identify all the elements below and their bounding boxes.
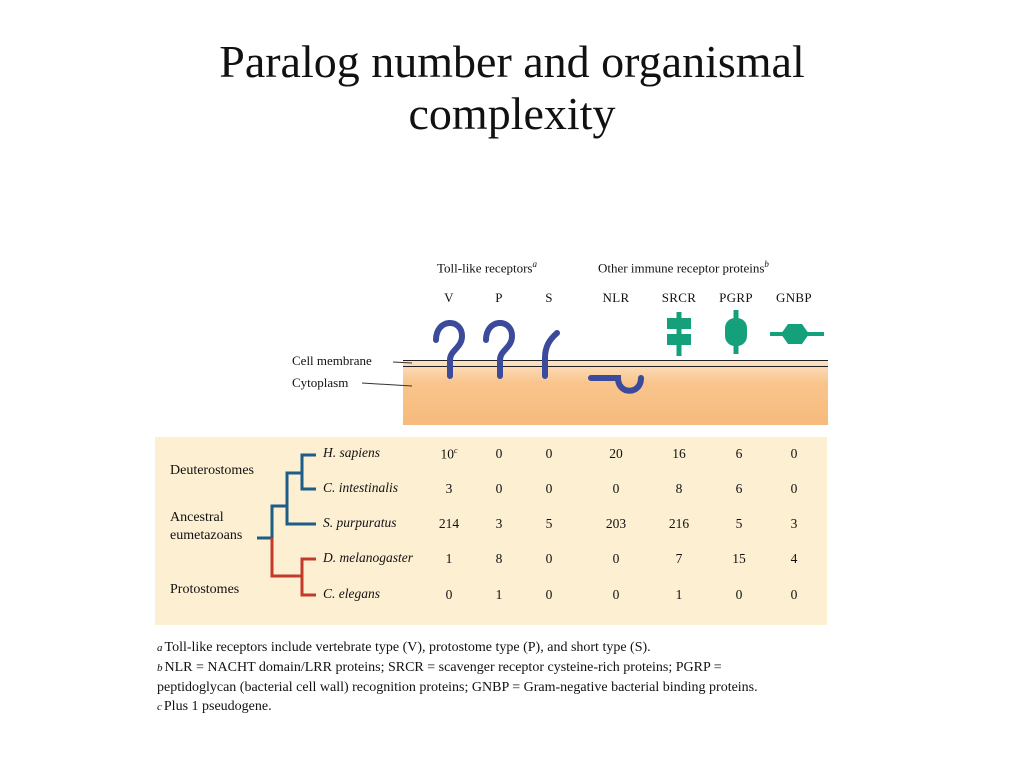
deuterostomes-label: Deuterostomes [170, 463, 254, 478]
protostomes-label: Protostomes [170, 582, 240, 597]
cell-h-sapiens-srcr: 16 [672, 446, 686, 461]
slide-title: Paralog number and organismal complexity [112, 36, 912, 140]
tlr-short-icon [542, 330, 560, 379]
column-header-pgrp: PGRP [719, 290, 753, 305]
paralog-count-panel [155, 437, 827, 625]
cell-membrane-label: Cell membrane [292, 353, 372, 368]
cell-d-melanogaster-s: 0 [545, 551, 553, 566]
cell-h-sapiens-p: 0 [495, 446, 503, 461]
cell-c-elegans-gnbp: 0 [790, 587, 798, 602]
cell-h-sapiens-nlr: 20 [609, 446, 623, 461]
cytoplasm-label: Cytoplasm [292, 375, 349, 390]
cell-s-purpuratus-v: 214 [438, 516, 460, 531]
cytoplasm-region [403, 360, 828, 425]
cell-d-melanogaster-srcr: 7 [675, 551, 683, 566]
cell-c-elegans-s: 0 [545, 587, 553, 602]
slide-title-line-1: Paralog number and organismal [219, 36, 805, 87]
species-h-sapiens: H. sapiens [323, 445, 380, 460]
nlr-icon [588, 375, 644, 394]
cell-c-elegans-pgrp: 0 [735, 587, 743, 602]
cell-c-intestinalis-nlr: 0 [612, 481, 620, 496]
membrane-line-inner [403, 366, 828, 367]
cell-c-intestinalis-pgrp: 6 [735, 481, 743, 496]
cell-c-elegans-srcr: 1 [675, 587, 683, 602]
cell-d-melanogaster-nlr: 0 [612, 551, 620, 566]
species-c-elegans: C. elegans [323, 586, 380, 601]
cell-c-elegans-v: 0 [445, 587, 453, 602]
species-d-melanogaster: D. melanogaster [323, 550, 413, 565]
cell-h-sapiens-pgrp: 6 [735, 446, 743, 461]
column-header-v: V [444, 290, 454, 305]
column-header-srcr: SRCR [661, 290, 697, 305]
cell-s-purpuratus-s: 5 [545, 516, 553, 531]
cell-s-purpuratus-pgrp: 5 [735, 516, 743, 531]
tlr-vertebrate-icon [433, 320, 466, 379]
column-header-nlr: NLR [602, 290, 630, 305]
cell-d-melanogaster-p: 8 [495, 551, 503, 566]
cell-d-melanogaster-gnbp: 4 [790, 551, 798, 566]
slide-title-line-2: complexity [408, 88, 616, 139]
cell-h-sapiens-gnbp: 0 [790, 446, 798, 461]
column-header-p: P [495, 290, 503, 305]
species-s-purpuratus: S. purpuratus [323, 515, 397, 530]
cell-s-purpuratus-nlr: 203 [605, 516, 627, 531]
pgrp-icon [725, 310, 747, 354]
protostome-branches [270, 538, 316, 597]
cell-c-intestinalis-p: 0 [495, 481, 503, 496]
cell-d-melanogaster-v: 1 [445, 551, 453, 566]
deuterostome-branches [257, 453, 316, 540]
cell-s-purpuratus-gnbp: 3 [790, 516, 798, 531]
cell-c-elegans-nlr: 0 [612, 587, 620, 602]
cell-c-intestinalis-v: 3 [445, 481, 453, 496]
gnbp-icon [770, 324, 824, 344]
ancestral-eumetazoans-label: Ancestral eumetazoans [170, 510, 243, 543]
column-header-s: S [545, 290, 553, 305]
cell-s-purpuratus-srcr: 216 [668, 516, 690, 531]
cell-c-intestinalis-gnbp: 0 [790, 481, 798, 496]
srcr-icon [667, 312, 691, 356]
cell-membrane-leader-line [392, 361, 413, 364]
membrane-line-outer [403, 360, 828, 361]
cell-s-purpuratus-p: 3 [495, 516, 503, 531]
other-receptors-group-header: Other immune receptor proteinsb [598, 259, 769, 276]
tlr-group-header: Toll-like receptorsa [437, 259, 537, 276]
cell-c-elegans-p: 1 [495, 587, 503, 602]
cell-h-sapiens-v: 10c [440, 446, 458, 462]
tlr-protostome-icon [483, 320, 516, 379]
cell-h-sapiens-s: 0 [545, 446, 553, 461]
cell-c-intestinalis-s: 0 [545, 481, 553, 496]
cytoplasm-leader-line [361, 382, 413, 387]
footnote-b-continued: peptidoglycan (bacterial cell wall) reco… [157, 680, 758, 695]
cell-d-melanogaster-pgrp: 15 [732, 551, 746, 566]
column-header-gnbp: GNBP [776, 290, 812, 305]
cell-c-intestinalis-srcr: 8 [675, 481, 683, 496]
species-c-intestinalis: C. intestinalis [323, 480, 399, 495]
